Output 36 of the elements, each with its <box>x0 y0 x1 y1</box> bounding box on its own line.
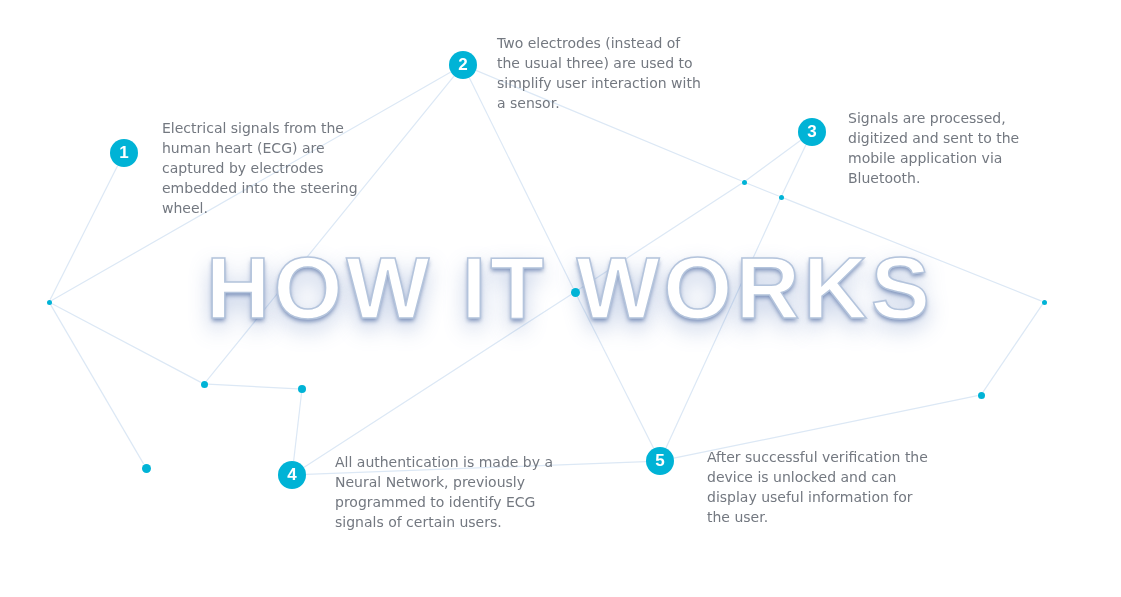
connector-line <box>50 71 452 302</box>
connector-line <box>665 198 781 449</box>
network-dot <box>46 299 52 305</box>
connector-line <box>206 383 299 390</box>
connector-line <box>982 303 1044 393</box>
number-badge: 3 <box>798 118 826 146</box>
step-description: After successful verification the device is unlocked and can display useful information for the user. <box>707 448 929 527</box>
connector-line <box>293 392 303 462</box>
title: HOW IT WORKS <box>120 238 1020 338</box>
connector-line <box>305 460 647 476</box>
step-description: Signals are processed, digitized and sent to the mobile application via Bluetooth. <box>848 109 1021 188</box>
network-dot <box>1041 299 1047 305</box>
connector-line <box>781 144 807 196</box>
network-dot <box>741 179 747 185</box>
number-badge: 2 <box>449 51 477 79</box>
network-dot <box>570 287 580 297</box>
number-badge: 5 <box>646 447 674 475</box>
connector-line <box>49 303 145 465</box>
network-dot <box>298 385 306 393</box>
step-description: Two electrodes (instead of the usual three) are used to simplify user interaction with a sensor. <box>497 34 702 113</box>
connector-line <box>782 197 1043 302</box>
connector-line <box>49 164 119 301</box>
network-dot <box>200 380 208 388</box>
step-description: All authentication is made by a Neural Network, previously programmed to identify ECG signals of certain users. <box>335 453 555 532</box>
step-description: Electrical signals from the human heart (ECG) are captured by electrodes embedded into the steering wheel. <box>162 119 359 218</box>
connector-line <box>205 75 455 382</box>
network-dot <box>141 463 151 473</box>
number-badge: 1 <box>110 139 138 167</box>
number-badge: 4 <box>278 461 306 489</box>
connector-line <box>673 395 979 459</box>
network-dot <box>977 391 985 399</box>
connector-line <box>745 182 780 197</box>
network-dot <box>778 194 784 200</box>
connector-line <box>475 69 743 182</box>
connector-line <box>50 302 202 383</box>
connector-line <box>745 139 802 182</box>
